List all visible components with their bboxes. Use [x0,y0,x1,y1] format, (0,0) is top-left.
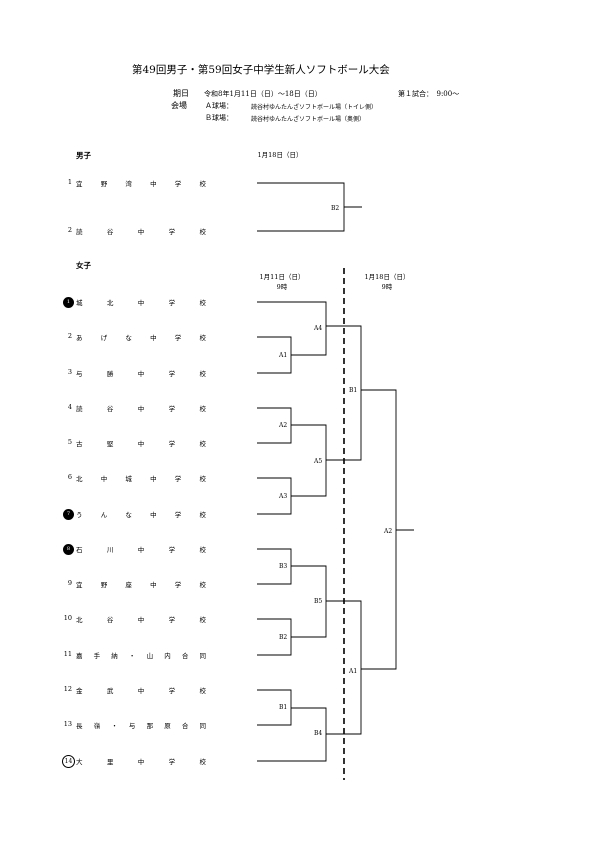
boys-date: 1月18日（日） [257,151,303,159]
boys-team-number: 1 [67,178,72,186]
girls-match-label: A5 [313,458,322,465]
first-game-time: 第１試合： 9:00～ [398,90,460,98]
girls-match-label: B4 [314,730,322,737]
girls-team-number: 3 [67,368,72,376]
girls-bracket-line [257,548,292,585]
girls-team-name: 古堅中学校 [76,440,206,448]
girls-match-label: B5 [314,598,322,605]
girls-bracket-line [257,407,292,444]
girls-team-name: 城北中学校 [76,299,206,307]
venue-label: 会場 [171,101,187,110]
girls-team-name: 与勝中学校 [76,370,206,378]
date-label: 期日 [173,89,189,98]
girls-bracket-line [257,689,292,726]
girls-match-label: A2 [278,422,287,429]
girls-team-name: 読谷中学校 [76,405,206,413]
girls-match-label: A1 [348,668,357,675]
page-title: 第49回男子・第59回女子中学生新人ソフトボール大会 [132,64,390,76]
girls-team-number: 11 [63,650,72,658]
girls-team-number: 5 [67,438,72,446]
girls-round2-time: 9時 [381,283,393,291]
girls-round2-date: 1月18日（日） [364,273,410,281]
girls-team-number: 12 [63,685,72,693]
field-b-value: 読谷村ゆんたんざソフトボール場（奥側） [251,116,366,123]
girls-bracket-line [257,301,327,356]
boys-team-name: 読谷中学校 [76,228,206,236]
girls-heading: 女子 [76,261,91,270]
girls-round1-date: 1月11日（日） [259,273,305,281]
girls-bracket-line [291,424,327,497]
girls-team-number: 7 [63,509,74,520]
girls-match-label: B1 [279,704,287,711]
girls-bracket-line [291,565,327,638]
girls-team-number: 1 [63,297,74,308]
girls-match-label: B3 [279,563,287,570]
boys-heading: 男子 [76,151,91,160]
girls-team-name: 北中城中学校 [76,475,206,483]
girls-team-name: 金武中学校 [76,687,206,695]
girls-team-number: 8 [63,544,74,555]
boys-team-number: 2 [67,226,72,234]
girls-match-label: A3 [278,493,287,500]
girls-team-name: 宜野座中学校 [76,581,206,589]
girls-final-label: A2 [383,528,392,535]
girls-team-number: 6 [67,473,72,481]
girls-match-label: B1 [349,387,357,394]
girls-team-number: 14 [62,755,75,768]
girls-team-name: うんな中学校 [76,511,206,519]
girls-team-name: 嘉手納・山内合同 [76,652,206,660]
field-a-value: 読谷村ゆんたんざソフトボール場（トイレ側） [251,104,378,111]
girls-bracket-line [257,707,327,762]
boys-match-label: B2 [331,205,339,212]
girls-match-label: A1 [278,352,287,359]
girls-team-name: 石川中学校 [76,546,206,554]
girls-team-name: 長嶺・与那原合同 [76,722,206,730]
girls-team-number: 2 [67,332,72,340]
girls-team-name: あげな中学校 [76,334,206,342]
girls-team-number: 10 [63,614,72,622]
girls-match-label: A4 [313,325,322,332]
field-b-label: Ｂ球場： [205,114,233,122]
girls-team-name: 北谷中学校 [76,616,206,624]
girls-match-label: B2 [279,634,287,641]
girls-team-name: 大里中学校 [76,758,206,766]
boys-team-name: 宜野湾中学校 [76,180,206,188]
girls-round1-time: 9時 [276,283,288,291]
girls-bracket-line [361,389,397,670]
girls-team-number: 13 [63,720,72,728]
girls-team-number: 9 [67,579,72,587]
date-value: 令和8年1月11日（日）～18日（日） [204,90,322,98]
field-a-label: Ａ球場： [205,102,233,110]
girls-team-number: 4 [67,403,72,411]
